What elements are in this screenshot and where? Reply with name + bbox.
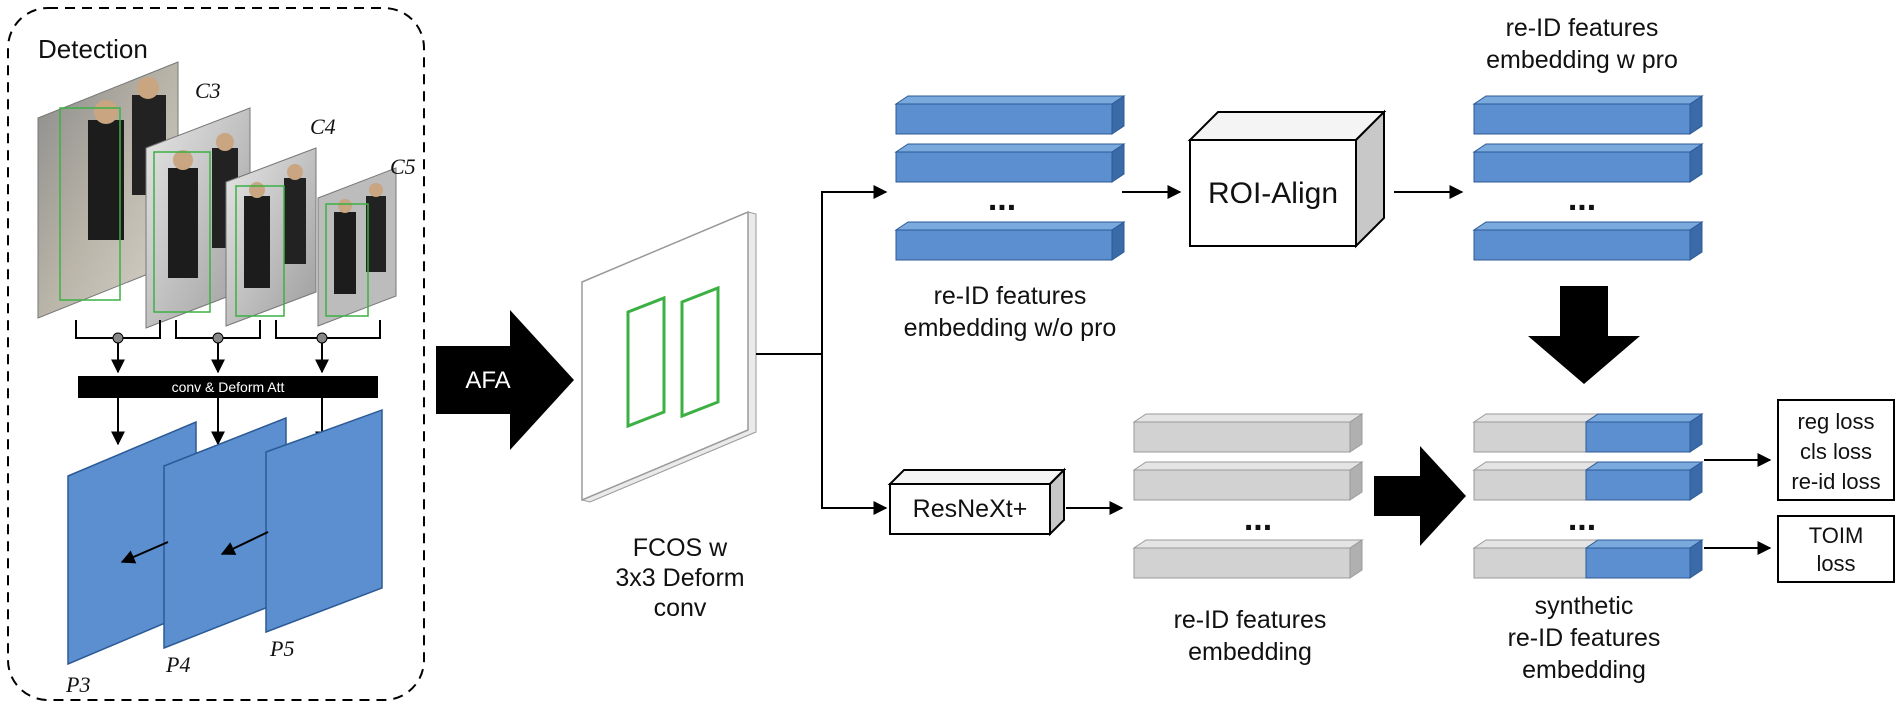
synthetic-bar-3 (1472, 539, 1704, 579)
fcos-label-line-1: FCOS w (633, 534, 728, 562)
scale-label-c4: C4 (310, 114, 336, 139)
blue-bar-2 (894, 143, 1126, 183)
reid-w-pro-label-line-2: embedding w pro (1486, 46, 1678, 74)
reid-w-pro-dots: ... (1568, 180, 1596, 218)
scale-label-c3: C3 (195, 78, 221, 103)
synthetic-label-line-3: embedding (1522, 656, 1646, 684)
feature-brackets (75, 320, 381, 374)
blue-bar-6 (1472, 221, 1704, 261)
pyramid-label-p5: P5 (269, 636, 294, 661)
gray-bar-3 (1132, 539, 1364, 579)
detection-panel: Detection (7, 7, 425, 701)
synthetic-label-line-2: re-ID features (1508, 624, 1661, 652)
resnext-label: ResNeXt+ (913, 495, 1028, 523)
gray-bar-2 (1132, 461, 1364, 501)
gray-bar-1 (1132, 413, 1364, 453)
conv-deform-att-label: conv & Deform Att (172, 379, 285, 395)
image-c3 (37, 61, 179, 319)
loss-box-2-line-1: TOIM (1809, 523, 1864, 548)
detection-title: Detection (38, 34, 148, 64)
synthetic-stack: ... synthetic re-ID features embedding (1472, 413, 1704, 684)
blue-bar-5 (1472, 143, 1704, 183)
loss-box-2-line-2: loss (1816, 551, 1855, 576)
right-arrow (1374, 446, 1466, 546)
reid-plain-label-line-2: embedding (1188, 638, 1312, 666)
conv-to-pyramid-arrows (111, 398, 329, 446)
pyramid-internal-arrows (120, 531, 269, 564)
pyramid-label-p3: P3 (65, 672, 90, 697)
merge-node-2 (212, 332, 224, 344)
merge-node-3 (316, 332, 328, 344)
fcos-branch-lines (756, 185, 888, 515)
loss-box-1-line-2: cls loss (1800, 439, 1872, 464)
afa-arrow: AFA (436, 310, 574, 450)
conv-deform-att-bar (78, 376, 378, 398)
blue-bar-4 (1472, 95, 1704, 135)
fcos-label-line-2: 3x3 Deform (615, 564, 744, 592)
fcos-panel: FCOS w 3x3 Deform conv (581, 210, 757, 622)
down-arrow (1528, 286, 1640, 384)
fcos-green-box-2 (680, 285, 720, 419)
blue-bar-1 (894, 95, 1126, 135)
pyramid-label-p4: P4 (165, 652, 190, 677)
reid-w-pro-label-line-1: re-ID features (1506, 14, 1659, 42)
synthetic-label-line-1: synthetic (1535, 592, 1634, 620)
synthetic-dots: ... (1568, 500, 1596, 538)
pyramid-plane-p5 (265, 408, 383, 634)
resnext-box: ResNeXt+ (887, 467, 1067, 537)
detection-dashed-border (7, 7, 425, 701)
fcos-label-line-3: conv (654, 594, 707, 622)
loss-box-1-line-1: reg loss (1797, 409, 1874, 434)
roi-align-box: ROI-Align (1187, 109, 1387, 249)
afa-label: AFA (465, 367, 510, 394)
roi-align-label: ROI-Align (1208, 177, 1338, 210)
reid-w-pro-stack: re-ID features embedding w pro ... (1472, 14, 1704, 261)
reid-plain-label-line-1: re-ID features (1174, 606, 1327, 634)
reid-wo-pro-stack: ... re-ID features embedding w/o pro (894, 95, 1126, 342)
loss-box-2: TOIM loss (1777, 515, 1895, 583)
image-c4 (145, 107, 251, 329)
blue-bar-3 (894, 221, 1126, 261)
synthetic-bar-2 (1472, 461, 1704, 501)
reid-plain-dots: ... (1244, 500, 1272, 538)
merge-node-1 (112, 332, 124, 344)
loss-box-1-line-3: re-id loss (1791, 469, 1880, 494)
reid-wo-pro-dots: ... (988, 180, 1016, 218)
image-c5-pre (225, 147, 317, 327)
loss-box-1: reg loss cls loss re-id loss (1777, 399, 1895, 501)
image-stack (37, 61, 397, 329)
reid-plain-stack: ... re-ID features embedding (1132, 413, 1364, 666)
scale-label-c5: C5 (390, 154, 416, 179)
reid-wo-pro-label-line-1: re-ID features (934, 282, 1087, 310)
fcos-green-box-1 (626, 295, 666, 429)
image-c5 (317, 167, 397, 327)
synthetic-bar-1 (1472, 413, 1704, 453)
reid-wo-pro-label-line-2: embedding w/o pro (904, 314, 1117, 342)
